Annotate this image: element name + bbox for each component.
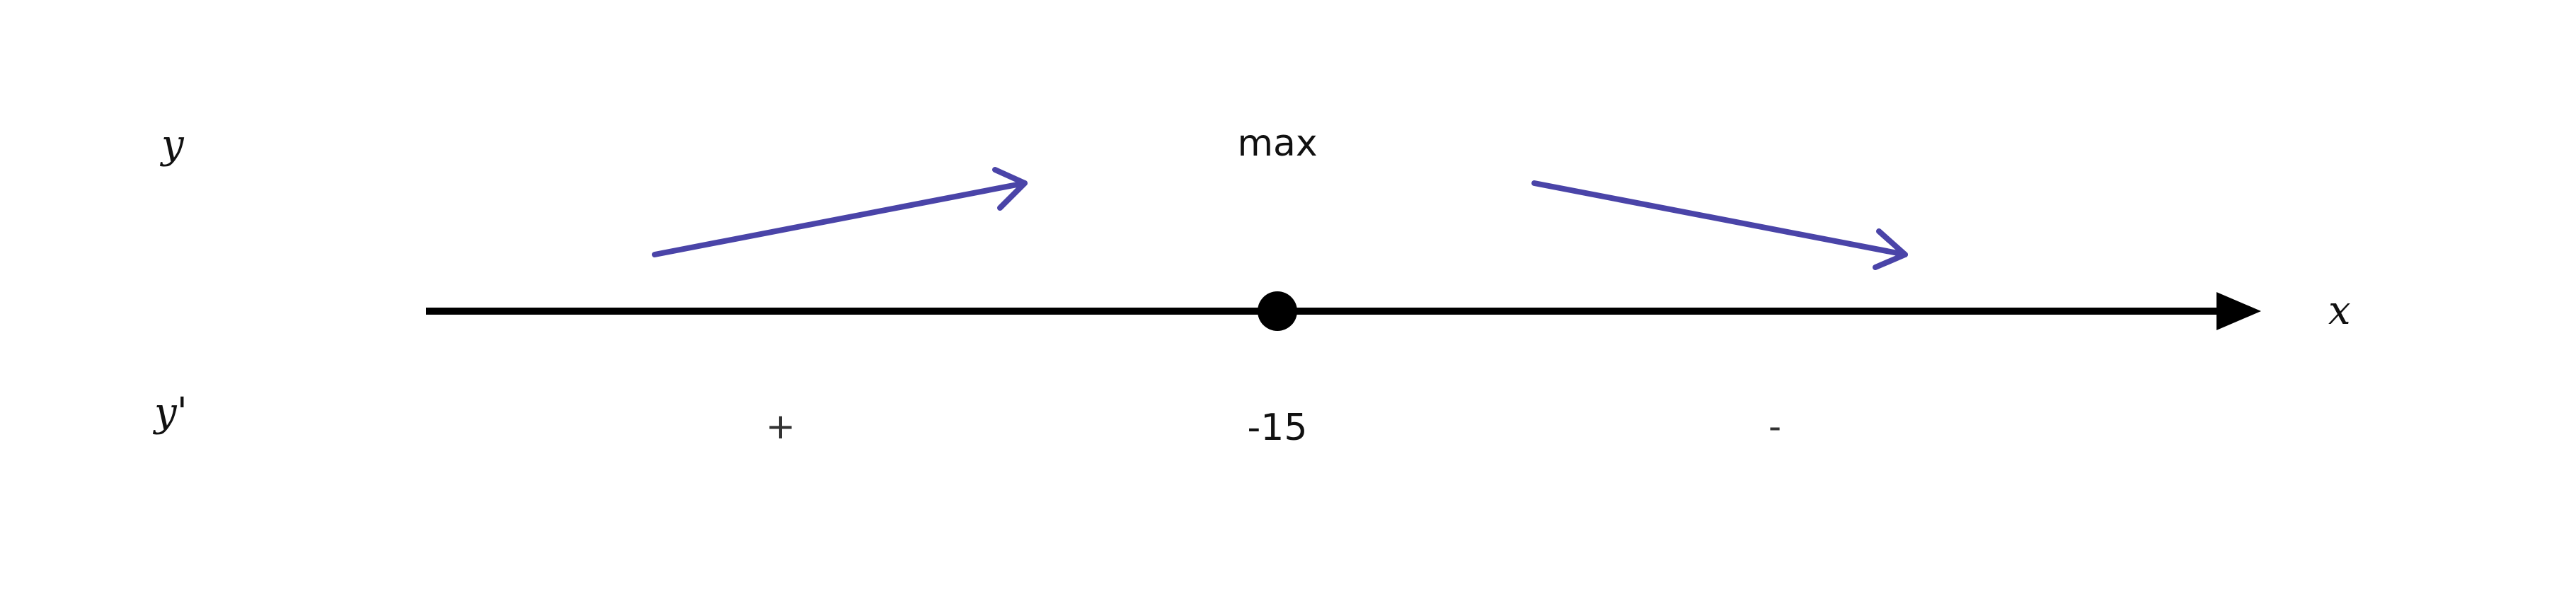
left-sign-label: + <box>766 406 795 447</box>
right-sign-label: - <box>1769 406 1781 447</box>
axis-arrowhead-icon <box>2216 292 2261 330</box>
function-row-label: y <box>159 122 185 168</box>
critical-point-value: -15 <box>1248 407 1308 449</box>
axis-variable-label: x <box>2328 288 2351 334</box>
extremum-label: max <box>1237 122 1317 165</box>
decreasing-arrow-icon <box>1531 180 1908 270</box>
derivative-row-label: y' <box>152 390 188 436</box>
increasing-arrow-icon <box>652 167 1028 257</box>
critical-point-dot <box>1258 291 1297 331</box>
